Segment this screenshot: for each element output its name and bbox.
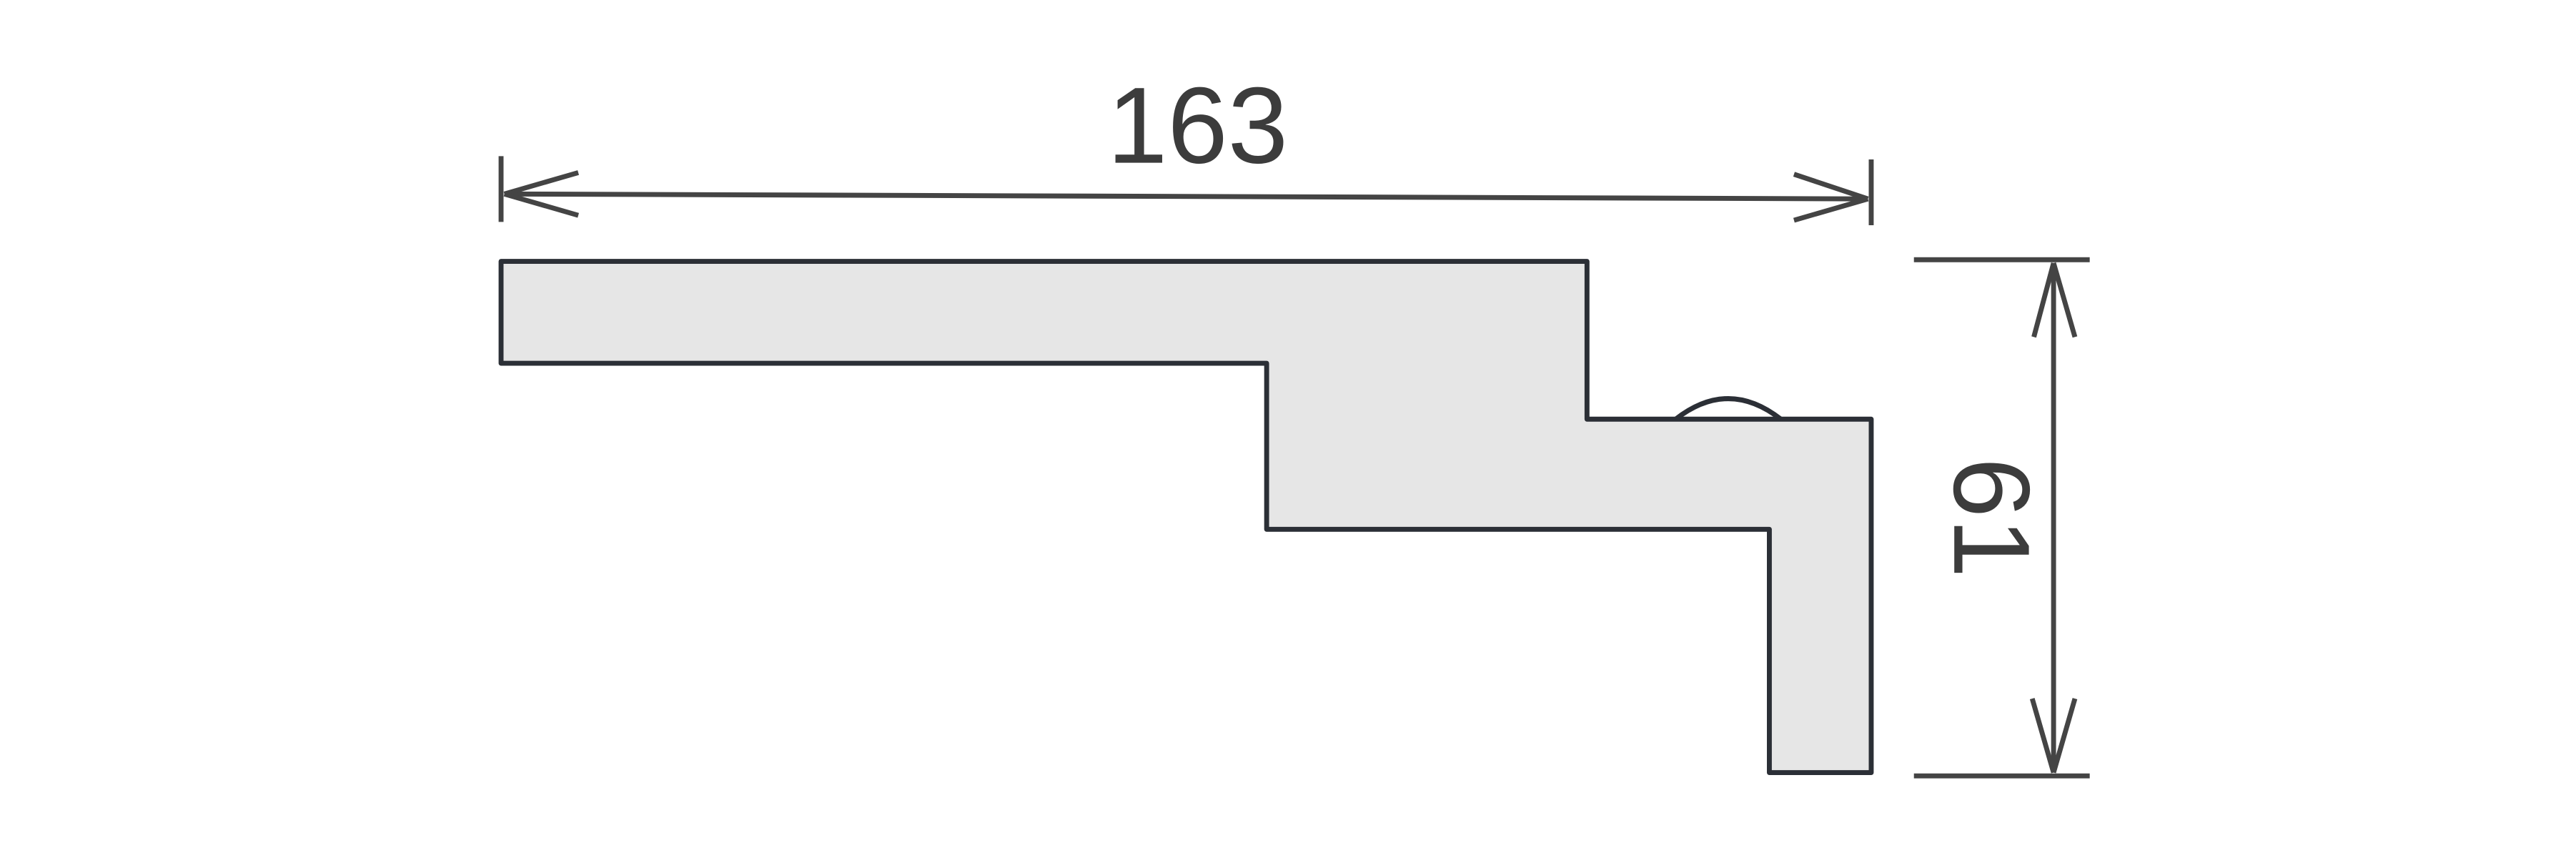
height-bottom-arrow-right: [2051, 698, 2078, 774]
width-dimension: 163: [498, 66, 1874, 225]
molding-profile: [498, 259, 1874, 776]
width-dimension-line: [504, 191, 1868, 202]
height-dimension-label: 61: [1931, 458, 2051, 578]
height-dimension: 61: [1913, 257, 2090, 779]
width-right-arrow-upper: [1793, 172, 1869, 202]
width-right-arrow-lower: [1793, 196, 1869, 223]
width-left-arrow-lower: [503, 191, 580, 218]
profile-arc: [1674, 396, 1783, 421]
height-bottom-arrow-left: [2029, 698, 2056, 774]
width-left-arrow-upper: [503, 170, 580, 197]
height-top-arrow-left: [2031, 262, 2056, 338]
width-dimension-label: 163: [1107, 66, 1288, 187]
height-top-arrow-right: [2051, 262, 2078, 338]
